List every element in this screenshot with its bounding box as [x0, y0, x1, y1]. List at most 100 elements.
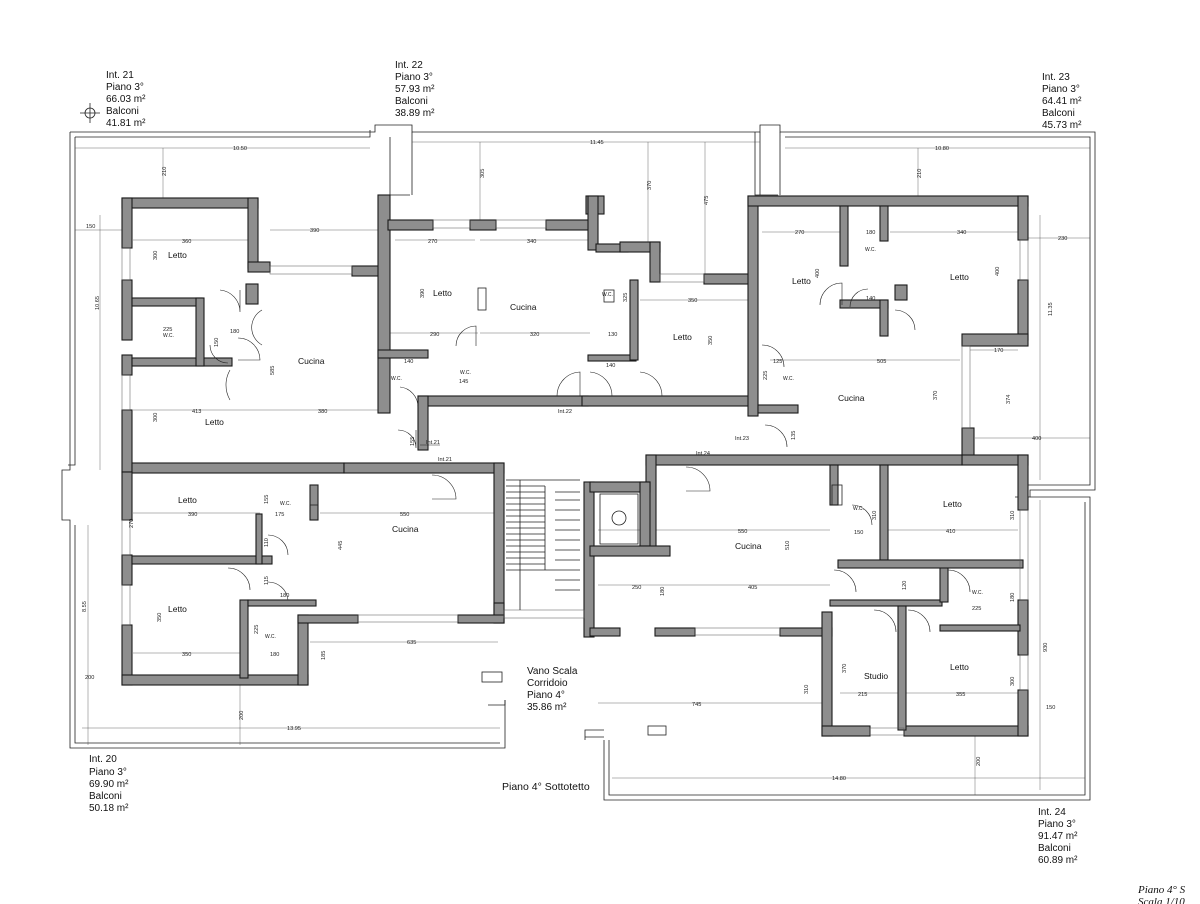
room-cucina: Cucina — [735, 541, 762, 551]
room-letto: Letto — [943, 499, 962, 509]
svg-text:Piano 4°: Piano 4° — [527, 690, 565, 701]
svg-text:Balconi: Balconi — [395, 96, 428, 107]
room-letto: Letto — [792, 276, 811, 286]
svg-text:155: 155 — [264, 495, 270, 504]
svg-text:Piano 3°: Piano 3° — [1042, 84, 1080, 95]
svg-text:360: 360 — [182, 239, 191, 245]
unit-info-int20: Int. 20 Piano 3° 69.90 m² Balconi 50.18 … — [89, 754, 129, 814]
svg-text:380: 380 — [318, 409, 327, 415]
svg-text:370: 370 — [842, 664, 848, 673]
svg-text:200: 200 — [239, 711, 245, 720]
entrance-label: Int.22 — [558, 409, 572, 415]
room-cucina: Cucina — [392, 524, 419, 534]
svg-text:400: 400 — [1032, 436, 1041, 442]
svg-text:475: 475 — [704, 196, 710, 205]
room-wc: W.C. — [280, 501, 291, 507]
svg-text:355: 355 — [956, 692, 965, 698]
svg-text:140: 140 — [606, 363, 615, 369]
svg-text:585: 585 — [270, 366, 276, 375]
room-labels: Letto Cucina Letto W.C. Letto Cucina Let… — [163, 247, 983, 681]
room-wc: W.C. — [265, 634, 276, 640]
svg-text:Int. 22: Int. 22 — [395, 60, 423, 71]
svg-text:200: 200 — [976, 757, 982, 766]
svg-text:390: 390 — [188, 512, 197, 518]
svg-text:69.90 m²: 69.90 m² — [89, 779, 129, 790]
svg-text:250: 250 — [632, 585, 641, 591]
svg-text:185: 185 — [321, 651, 327, 660]
svg-text:10.80: 10.80 — [935, 146, 949, 152]
svg-text:370: 370 — [933, 391, 939, 400]
room-letto: Letto — [178, 495, 197, 505]
svg-text:150: 150 — [214, 338, 220, 347]
room-wc: W.C. — [783, 376, 794, 382]
unit-info-int23: Int. 23 Piano 3° 64.41 m² Balconi 45.73 … — [1042, 72, 1082, 131]
room-wc: W.C. — [972, 590, 983, 596]
svg-text:405: 405 — [748, 585, 757, 591]
svg-text:374: 374 — [1006, 395, 1012, 404]
svg-text:180: 180 — [280, 593, 289, 599]
svg-text:Corridoio: Corridoio — [527, 678, 568, 689]
svg-text:Int. 23: Int. 23 — [1042, 72, 1070, 83]
svg-text:745: 745 — [692, 702, 701, 708]
svg-text:50.18 m²: 50.18 m² — [89, 803, 129, 814]
svg-text:350: 350 — [708, 336, 714, 345]
svg-text:180: 180 — [660, 587, 666, 596]
room-letto: Letto — [950, 662, 969, 672]
svg-text:10.65: 10.65 — [95, 296, 101, 310]
unit-info-int24: Int. 24 Piano 3° 91.47 m² Balconi 60.89 … — [1038, 807, 1078, 866]
svg-text:140: 140 — [404, 359, 413, 365]
svg-text:120: 120 — [902, 581, 908, 590]
room-letto: Letto — [168, 604, 187, 614]
svg-text:10.50: 10.50 — [233, 146, 247, 152]
svg-text:310: 310 — [1010, 511, 1016, 520]
svg-text:Balconi: Balconi — [89, 791, 122, 802]
svg-text:510: 510 — [785, 541, 791, 550]
svg-text:11.45: 11.45 — [590, 140, 604, 146]
svg-text:Int. 21: Int. 21 — [106, 70, 134, 81]
svg-text:225: 225 — [972, 606, 981, 612]
dimension-text-vertical: 210 210 305 370 475 10.65 11.35 300 300 … — [82, 167, 1054, 766]
svg-text:225: 225 — [163, 327, 172, 333]
entrance-label: Int.21 — [426, 440, 440, 446]
corner-note-line1: Piano 4° S — [1137, 884, 1186, 896]
room-wc: W.C. — [865, 247, 876, 253]
svg-text:Int. 24: Int. 24 — [1038, 807, 1066, 818]
svg-text:140: 140 — [866, 296, 875, 302]
room-wc: W.C. — [853, 506, 864, 512]
svg-text:230: 230 — [1058, 236, 1067, 242]
svg-text:57.93 m²: 57.93 m² — [395, 84, 435, 95]
svg-text:Piano 3°: Piano 3° — [89, 767, 127, 778]
svg-text:350: 350 — [157, 613, 163, 622]
svg-text:145: 145 — [459, 379, 468, 385]
room-letto: Letto — [205, 417, 224, 427]
svg-text:350: 350 — [182, 652, 191, 658]
room-wc: W.C. — [391, 376, 402, 382]
door-swings — [209, 282, 971, 633]
svg-text:14.80: 14.80 — [832, 776, 846, 782]
balcony-outlines — [61, 124, 1096, 801]
unit-info-int22: Int. 22 Piano 3° 57.93 m² Balconi 38.89 … — [395, 60, 435, 119]
room-wc: W.C. — [163, 333, 174, 339]
svg-text:320: 320 — [530, 332, 539, 338]
svg-text:155: 155 — [410, 437, 416, 446]
svg-text:180: 180 — [1010, 593, 1016, 602]
stair-steps — [506, 479, 639, 610]
svg-text:350: 350 — [688, 298, 697, 304]
svg-text:135: 135 — [791, 431, 797, 440]
room-cucina: Cucina — [838, 393, 865, 403]
svg-text:170: 170 — [994, 348, 1003, 354]
svg-text:Piano 3°: Piano 3° — [1038, 819, 1076, 830]
svg-text:290: 290 — [430, 332, 439, 338]
svg-text:Int. 20: Int. 20 — [89, 754, 117, 765]
svg-text:Piano 3°: Piano 3° — [395, 72, 433, 83]
svg-text:305: 305 — [480, 169, 486, 178]
svg-text:390: 390 — [310, 228, 319, 234]
svg-text:340: 340 — [957, 230, 966, 236]
svg-text:270: 270 — [795, 230, 804, 236]
svg-text:550: 550 — [400, 512, 409, 518]
entrance-labels: Int.22 Int.21 Int.21 Int.23 Int.24 — [426, 409, 749, 463]
svg-text:11.35: 11.35 — [1048, 302, 1054, 316]
unit-info-int21: Int. 21 Piano 3° 66.03 m² Balconi 41.81 … — [106, 70, 146, 129]
svg-text:8.55: 8.55 — [82, 601, 88, 612]
svg-text:41.81 m²: 41.81 m² — [106, 118, 146, 129]
